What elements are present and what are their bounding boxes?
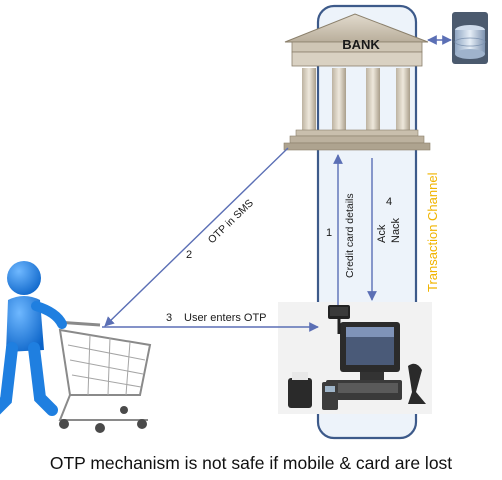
pos-terminal bbox=[288, 305, 426, 410]
step3-text: User enters OTP bbox=[184, 312, 267, 324]
bank-label: BANK bbox=[342, 37, 380, 52]
customer-with-cart-figure bbox=[0, 261, 152, 433]
step3-number: 3 bbox=[166, 312, 172, 324]
step4-nack: Nack bbox=[390, 217, 402, 243]
bank-building bbox=[283, 13, 431, 151]
step2-arrow bbox=[104, 147, 289, 327]
step4-number: 4 bbox=[386, 196, 392, 208]
transaction-channel-label: Transaction Channel bbox=[425, 172, 440, 292]
step4-ack: Ack bbox=[376, 224, 388, 243]
database-server-icon bbox=[452, 12, 488, 64]
step1-text: Credit card details bbox=[344, 193, 356, 278]
caption: OTP mechanism is not safe if mobile & ca… bbox=[49, 453, 453, 473]
step1-number: 1 bbox=[326, 227, 332, 239]
step2-number: 2 bbox=[186, 249, 192, 261]
